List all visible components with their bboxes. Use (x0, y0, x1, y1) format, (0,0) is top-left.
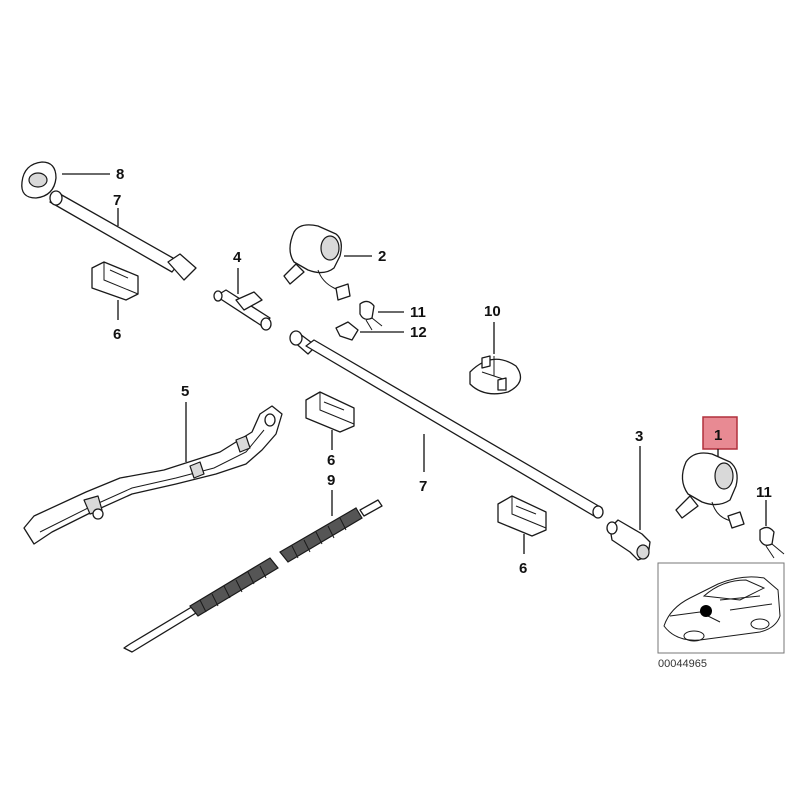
callout-2: 2 (378, 248, 386, 265)
part-8-grommet[interactable] (21, 161, 57, 199)
part-11-plug-upper[interactable] (359, 300, 383, 331)
callout-11-upper: 11 (410, 304, 426, 321)
part-10-round-clip[interactable] (469, 355, 522, 395)
callout-10: 10 (484, 303, 501, 320)
part-1-washer-nozzle[interactable] (675, 452, 745, 529)
callout-1: 1 (714, 427, 722, 444)
callout-4: 4 (233, 249, 242, 266)
part-6-clip-upper[interactable] (91, 261, 139, 301)
callout-6-lower: 6 (519, 560, 527, 577)
part-12-clip[interactable] (335, 321, 359, 341)
part-6-clip-middle[interactable] (305, 391, 355, 433)
location-marker-icon (700, 605, 712, 617)
callout-3: 3 (635, 428, 643, 445)
callout-8: 8 (116, 166, 124, 183)
car-outline-icon (663, 576, 781, 642)
callout-6-middle: 6 (327, 452, 335, 469)
part-11-plug-lower[interactable] (759, 526, 785, 559)
callout-7-upper: 7 (113, 192, 121, 209)
callout-6-upper: 6 (113, 326, 121, 343)
part-2-nozzle[interactable] (283, 224, 351, 301)
part-5-bracket[interactable] (23, 405, 283, 545)
part-7-upper-rod[interactable] (49, 190, 197, 281)
part-9-spiral-hose[interactable] (123, 499, 383, 653)
callout-5: 5 (181, 383, 189, 400)
reference-code: 00044965 (658, 658, 707, 670)
part-6-clip-lower[interactable] (497, 495, 547, 537)
vehicle-location-inset (657, 562, 785, 654)
callout-11-lower: 11 (756, 484, 772, 501)
callout-7-lower: 7 (419, 478, 427, 495)
part-3-elbow[interactable] (606, 519, 651, 561)
part-7-lower-rod[interactable] (289, 330, 604, 519)
callout-1-highlight (702, 416, 738, 450)
callout-9: 9 (327, 472, 335, 489)
part-4-t-connector[interactable] (213, 289, 272, 331)
callout-12: 12 (410, 324, 427, 341)
